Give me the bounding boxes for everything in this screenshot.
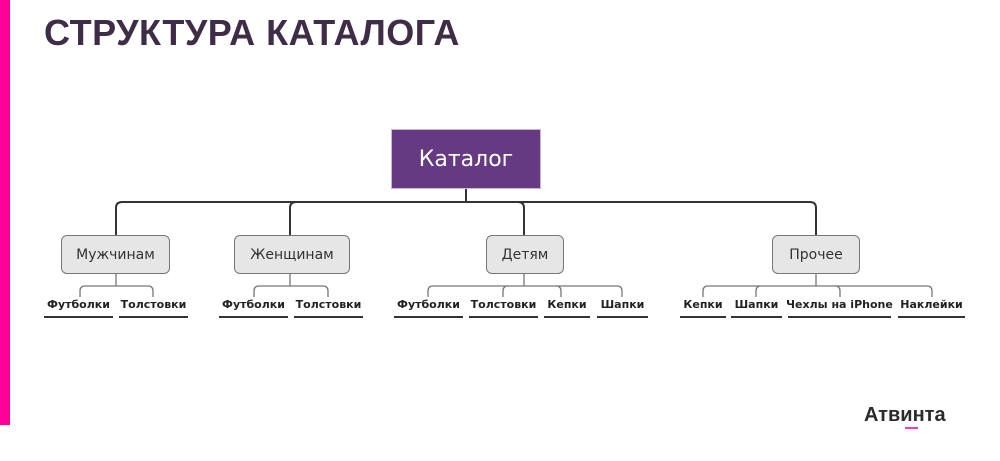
page-title: СТРУКТУРА КАТАЛОГА xyxy=(44,12,460,53)
bus-line xyxy=(115,201,817,235)
accent-bar xyxy=(0,0,10,425)
category-node-zhenshchinam[interactable]: Женщинам xyxy=(234,235,350,274)
leaf-node[interactable]: Шапки xyxy=(597,298,648,318)
leaf-node[interactable]: Чехлы на iPhone xyxy=(786,298,893,318)
sub-zhenshchinam xyxy=(253,274,329,297)
sub-prochee xyxy=(702,274,933,297)
leaf-node[interactable]: Наклейки xyxy=(898,298,965,318)
leaf-node[interactable]: Футболки xyxy=(219,298,288,318)
category-node-detyam[interactable]: Детям xyxy=(486,235,564,274)
brand-logo: Атвинта xyxy=(864,404,946,426)
leaf-node[interactable]: Футболки xyxy=(394,298,463,318)
leaf-node[interactable]: Толстовки xyxy=(469,298,538,318)
leaf-node[interactable]: Кепки xyxy=(544,298,590,318)
leaf-node[interactable]: Толстовки xyxy=(294,298,363,318)
sub-detyam xyxy=(427,274,623,297)
category-node-prochee[interactable]: Прочее xyxy=(772,235,860,274)
sub-muzhchinam xyxy=(79,274,154,297)
category-node-muzhchinam[interactable]: Мужчинам xyxy=(61,235,170,274)
logo-underline xyxy=(905,427,918,429)
leaf-node[interactable]: Футболки xyxy=(44,298,113,318)
branch-detyam xyxy=(517,201,525,235)
root-node-catalog[interactable]: Каталог xyxy=(391,129,541,189)
leaf-node[interactable]: Толстовки xyxy=(119,298,188,318)
leaf-node[interactable]: Шапки xyxy=(731,298,782,318)
branch-zhenshchinam xyxy=(289,201,297,235)
leaf-node[interactable]: Кепки xyxy=(680,298,726,318)
